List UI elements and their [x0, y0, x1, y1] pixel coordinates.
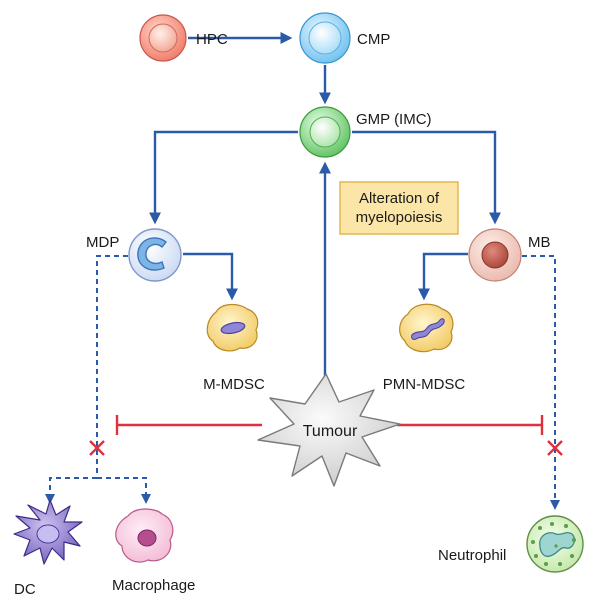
label-macrophage: Macrophage	[112, 577, 195, 594]
label-neutrophil: Neutrophil	[438, 547, 506, 564]
hpc-cell-icon	[139, 14, 187, 62]
label-cmp: CMP	[357, 31, 390, 48]
mb-cell-icon	[468, 228, 522, 282]
dc-cell-icon	[13, 499, 83, 565]
label-m-mdsc: M-MDSC	[203, 376, 265, 393]
neutrophil-cell-icon	[526, 515, 584, 573]
arrow-gmp-to-mb	[352, 130, 501, 225]
gmp-cell-icon	[299, 106, 351, 158]
dashed-mb-to-neutrophil	[522, 255, 560, 510]
label-dc: DC	[14, 581, 36, 598]
blue-arrows	[149, 32, 501, 378]
dashed-branch-to-dc	[45, 477, 97, 504]
arrow-mb-to-pmn-mdsc	[418, 252, 468, 301]
annotation-box: Alteration of myelopoiesis	[339, 181, 459, 235]
arrow-gmp-to-mdp	[149, 130, 298, 225]
mdp-cell-icon	[128, 228, 182, 282]
annotation-line-1: Alteration of	[359, 190, 440, 207]
dashed-paths	[45, 255, 560, 510]
cmp-cell-icon	[299, 12, 351, 64]
macrophage-cell-icon	[115, 508, 174, 563]
block-x-left	[89, 440, 105, 456]
arrow-mdp-to-m-mdsc	[183, 252, 238, 301]
label-mb: MB	[528, 234, 551, 251]
annotation-line-2: myelopoiesis	[356, 209, 443, 226]
label-mdp: MDP	[86, 234, 119, 251]
block-marks	[89, 440, 563, 456]
pmn-mdsc-cell-icon	[399, 303, 454, 353]
inhibition-lines	[115, 415, 544, 435]
dashed-mdp-to-branch	[96, 255, 128, 478]
label-hpc: HPC	[196, 31, 228, 48]
label-gmp: GMP (IMC)	[356, 111, 432, 128]
m-mdsc-cell-icon	[206, 303, 259, 352]
dashed-branch-to-macrophage	[97, 477, 151, 504]
tumour-cell-icon	[257, 373, 401, 487]
label-tumour: Tumour	[303, 423, 358, 440]
label-pmn-mdsc: PMN-MDSC	[383, 376, 466, 393]
block-x-right	[547, 440, 563, 456]
